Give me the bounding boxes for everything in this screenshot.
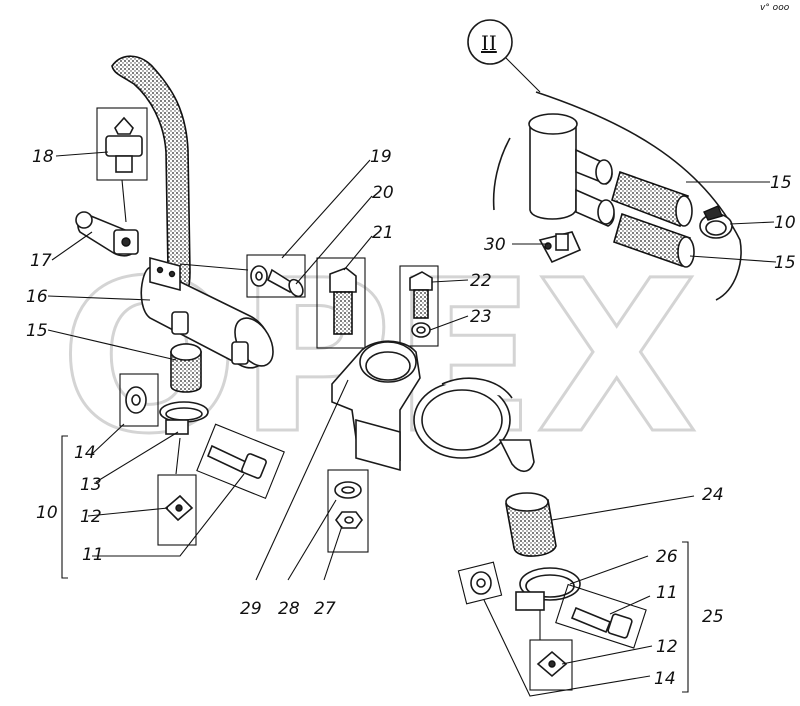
frame-14: [119, 373, 159, 427]
spacer-14-right: [470, 571, 492, 595]
callout-15-detail-bottom: 15: [774, 253, 796, 273]
leader-15c: [689, 255, 777, 263]
leader-26: [569, 555, 649, 585]
leader-22: [431, 279, 469, 283]
callout-14-left: 14: [74, 443, 96, 463]
bolt-21: [329, 267, 357, 335]
bracket-25-right: [682, 541, 689, 693]
nut-27: [335, 511, 363, 529]
callout-26: 26: [656, 547, 678, 567]
callout-29: 29: [240, 599, 262, 619]
leader-12b: [561, 645, 653, 665]
frame-12-left: [157, 474, 197, 546]
callout-21: 21: [372, 223, 394, 243]
bolt-11-right: [570, 606, 633, 639]
leader-10b: [729, 221, 775, 225]
breather-pipe: [111, 55, 274, 369]
callout-27: 27: [314, 599, 336, 619]
callout-15-detail-top: 15: [770, 173, 792, 193]
spacer-14-left: [125, 386, 147, 414]
callout-16: 16: [26, 287, 48, 307]
clamp-26: [515, 567, 581, 611]
hose-24: [505, 492, 557, 557]
frame-bolt-21: [316, 257, 366, 349]
detail-view-ii: II: [467, 19, 742, 301]
callout-18: 18: [32, 147, 54, 167]
leader-11b: [609, 595, 651, 615]
valve-17: [75, 211, 139, 257]
corner-mark: v° ooo: [760, 3, 790, 13]
detail-label-text: II: [481, 31, 497, 55]
screw-20: [266, 268, 304, 298]
callout-24: 24: [702, 485, 724, 505]
callout-13: 13: [80, 475, 102, 495]
callout-17: 17: [30, 251, 52, 271]
leader-14a: [91, 423, 125, 455]
clamp-13: [159, 401, 209, 435]
leader-20: [295, 195, 373, 285]
callout-22: 22: [470, 271, 492, 291]
callout-20: 20: [372, 183, 394, 203]
leader-29: [255, 379, 349, 581]
bolt-22: [409, 271, 433, 319]
square-nut-12-right: [536, 650, 568, 678]
frame-19-20: [246, 254, 306, 298]
callout-14-right: 14: [654, 669, 676, 689]
washer-28: [334, 481, 362, 499]
frame-14-right: [457, 561, 503, 605]
callout-25: 25: [702, 607, 724, 627]
leader-19: [281, 159, 371, 259]
frame-28-27: [327, 469, 369, 553]
leader-27: [323, 525, 343, 581]
leader-12a: [87, 507, 169, 517]
leader-11a: [92, 473, 245, 557]
leader-13: [95, 431, 179, 483]
leader-15a: [47, 329, 177, 361]
leader-21: [343, 235, 373, 271]
callout-11-right: 11: [656, 583, 678, 603]
leader-17: [51, 231, 93, 261]
hose-15-left: [170, 343, 202, 393]
callout-30: 30: [484, 235, 506, 255]
callout-12-right: 12: [656, 637, 678, 657]
callout-10-left: 10: [36, 503, 58, 523]
leader-24: [551, 495, 695, 521]
bracket-10-left: [61, 435, 68, 579]
washer-23: [411, 322, 431, 338]
detail-label-circle: [467, 19, 513, 65]
callout-23: 23: [470, 307, 492, 327]
leader-16: [47, 295, 151, 301]
washer-19: [250, 265, 268, 287]
bolt-11-left: [206, 444, 267, 479]
callout-12-left: 12: [80, 507, 102, 527]
air-filter-cap: [413, 377, 535, 473]
frame-22-23: [399, 265, 439, 347]
frame-bolt-11-left: [196, 423, 285, 500]
leader-23: [429, 315, 469, 331]
frame-bolt-11-right: [555, 583, 647, 649]
nipple-fitting-18: [105, 116, 143, 173]
callout-28: 28: [278, 599, 300, 619]
frame-12-right: [529, 639, 573, 691]
leader-18: [55, 151, 109, 157]
leader-28: [287, 499, 337, 581]
square-nut-12-left: [164, 494, 194, 522]
callout-15-left: 15: [26, 321, 48, 341]
callout-19: 19: [370, 147, 392, 167]
callout-10-detail: 10: [774, 213, 796, 233]
callout-11-left: 11: [82, 545, 104, 565]
bracket-29: [331, 340, 421, 472]
